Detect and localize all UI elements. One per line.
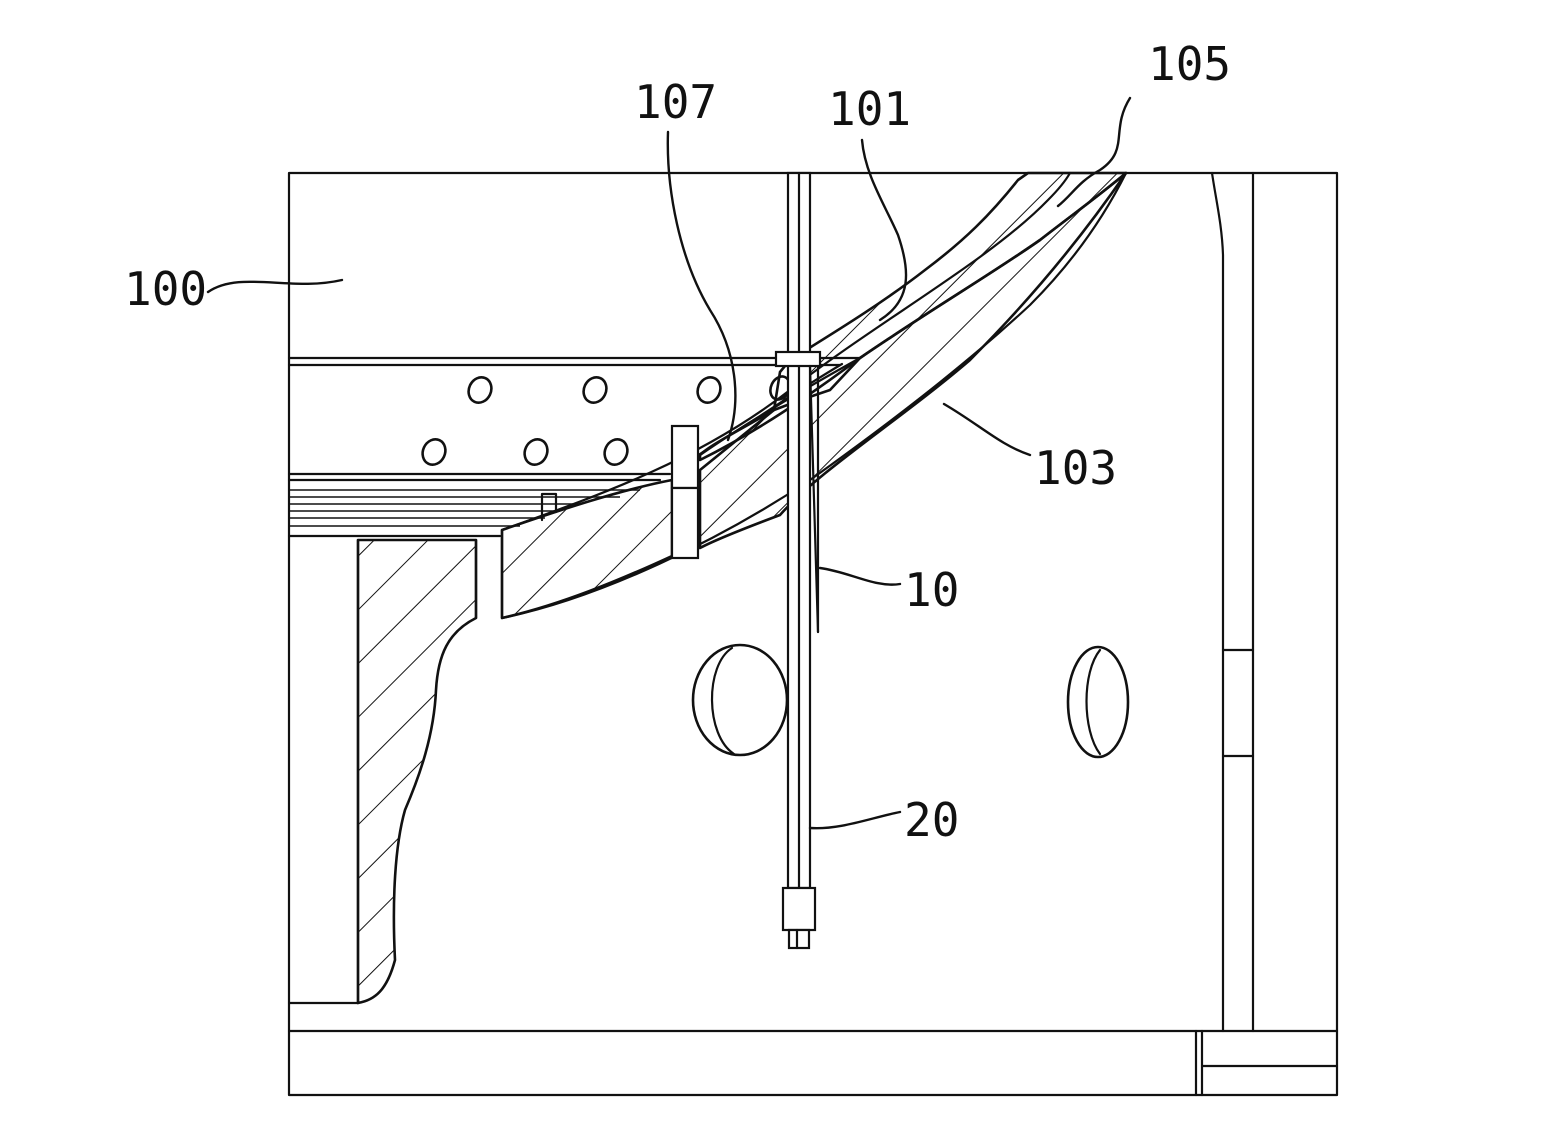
label-107: 107 (634, 75, 717, 129)
label-100: 100 (124, 262, 207, 316)
label-20: 20 (904, 793, 959, 847)
leader-103 (944, 404, 1030, 455)
leader-20 (810, 812, 900, 828)
leader-100 (208, 280, 342, 292)
guide-tube-probe (776, 173, 820, 948)
label-105: 105 (1148, 37, 1231, 91)
leader-10 (820, 568, 900, 585)
left-support-wall (358, 540, 476, 1003)
label-10: 10 (904, 563, 959, 617)
port-left (693, 645, 787, 755)
label-101: 101 (828, 82, 911, 136)
label-103: 103 (1034, 441, 1117, 495)
lower-hatched-strip (502, 480, 672, 618)
port-right (1068, 647, 1128, 757)
